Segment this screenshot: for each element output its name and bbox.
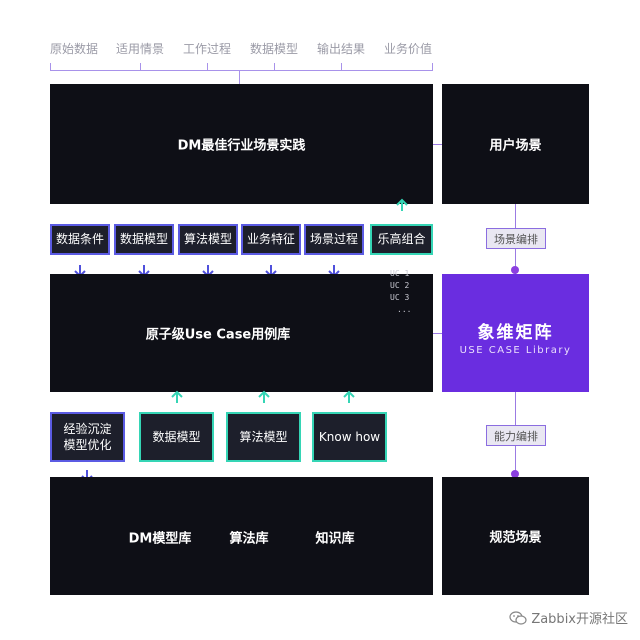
arrow-up-icon	[343, 390, 355, 403]
stage-label: 输出结果	[316, 42, 366, 56]
dm-model-library-label: DM模型库	[128, 531, 192, 547]
uc-list-ellipsis: ...	[397, 305, 412, 314]
brand-name: 象维矩阵	[477, 323, 554, 343]
library-panel: DM模型库 算法库 知识库	[50, 477, 433, 595]
knowledge-library-label: 知识库	[315, 531, 355, 547]
stage-tick	[140, 63, 141, 71]
experience-optimization-chip: 经验沉淀 模型优化	[50, 412, 125, 462]
stage-tick	[50, 63, 51, 71]
brand-box: 象维矩阵 USE CASE Library	[442, 274, 589, 392]
brand-subtitle: USE CASE Library	[459, 345, 572, 356]
algorithm-library-label: 算法库	[229, 531, 269, 547]
chip-data-model-2: 数据模型	[139, 412, 214, 462]
chip-lego-combination: 乐高组合	[370, 224, 433, 255]
use-case-library-panel: 原子级Use Case用例库	[50, 274, 433, 392]
stage-tick	[432, 63, 433, 71]
stage-tick	[274, 63, 275, 71]
chip-algorithm-model: 算法模型	[178, 224, 238, 255]
stage-label: 原始数据	[49, 42, 99, 56]
user-scene-panel: 用户场景	[442, 84, 589, 204]
user-scene-title: 用户场景	[489, 138, 542, 154]
chip-scene-process: 场景过程	[304, 224, 364, 255]
watermark: Zabbix开源社区	[509, 608, 628, 627]
experience-label: 经验沉淀	[63, 421, 112, 436]
chip-data-condition: 数据条件	[50, 224, 110, 255]
arrow-up-icon	[171, 390, 183, 403]
chip-know-how: Know how	[312, 412, 387, 462]
stage-tick	[341, 63, 342, 71]
scene-orchestration-tag: 场景编排	[486, 228, 546, 249]
stage-label: 工作过程	[182, 42, 232, 56]
connector-line	[433, 333, 442, 334]
ability-orchestration-tag: 能力编排	[486, 425, 546, 446]
stage-label: 适用情景	[115, 42, 165, 56]
chip-data-model: 数据模型	[114, 224, 174, 255]
arrow-up-icon	[258, 390, 270, 403]
use-case-library-title: 原子级Use Case用例库	[145, 327, 291, 343]
uc-list-item: UC 1	[390, 269, 410, 278]
norm-scene-title: 规范场景	[489, 530, 542, 546]
model-optimization-label: 模型优化	[63, 438, 112, 452]
uc-list-item: UC 2	[390, 281, 410, 290]
stage-label: 业务价值	[383, 42, 433, 56]
stage-connector	[239, 70, 240, 84]
connector-line	[433, 144, 442, 145]
stage-label: 数据模型	[249, 42, 299, 56]
stage-tick	[207, 63, 208, 71]
watermark-text: Zabbix开源社区	[531, 612, 628, 627]
best-practice-title: DM最佳行业场景实践	[177, 138, 306, 154]
uc-list-item: UC 3	[390, 293, 410, 302]
wechat-icon	[509, 610, 527, 625]
connector-dot	[511, 266, 519, 274]
connector-dot	[511, 470, 519, 478]
best-practice-panel: DM最佳行业场景实践	[50, 84, 433, 204]
stage-timeline	[50, 70, 433, 71]
norm-scene-panel: 规范场景	[442, 477, 589, 595]
chip-algorithm-model-2: 算法模型	[226, 412, 301, 462]
arrow-up-icon	[396, 198, 408, 211]
chip-business-feature: 业务特征	[241, 224, 301, 255]
